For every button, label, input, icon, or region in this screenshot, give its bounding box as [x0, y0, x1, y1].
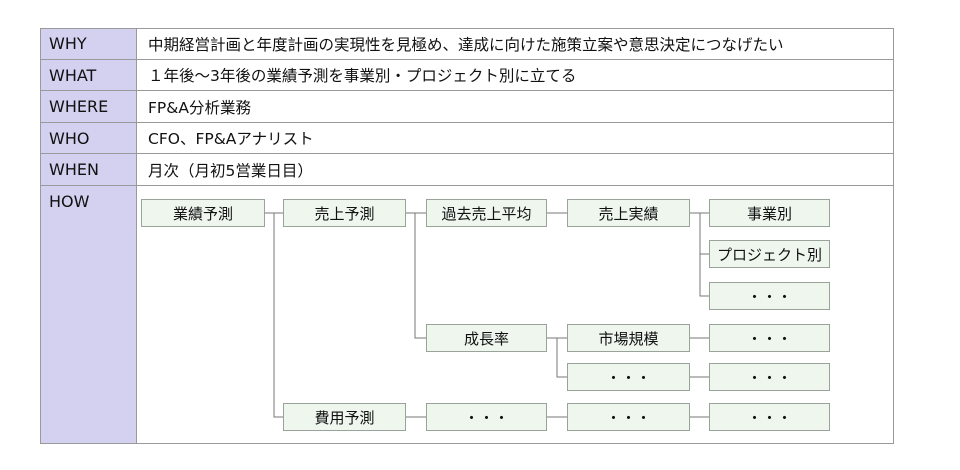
node-growth-rate: 成長率 [426, 324, 547, 352]
node-by-project: プロジェクト別 [709, 240, 830, 268]
node-cost-forecast: 費用予測 [283, 403, 406, 431]
row-label-where: WHERE [40, 91, 137, 123]
row-value-why: 中期経営計画と年度計画の実現性を見極め、達成に向けた施策立案や意思決定につなげた… [137, 28, 894, 60]
node-ellipsis: ・・・ [709, 363, 830, 391]
connector-root-cost [265, 212, 283, 418]
node-ellipsis: ・・・ [709, 403, 830, 431]
node-by-business: 事業別 [709, 199, 830, 227]
node-ellipsis: ・・・ [567, 403, 690, 431]
connector-growth-ellipsis [547, 337, 567, 378]
row-label-who: WHO [40, 123, 137, 154]
row-value-who: CFO、FP&Aアナリスト [137, 123, 894, 154]
row-label-why: WHY [40, 28, 137, 60]
row-value-where: FP&A分析業務 [137, 91, 894, 123]
row-label-when: WHEN [40, 154, 137, 186]
row-label-what: WHAT [40, 60, 137, 91]
node-ellipsis: ・・・ [567, 363, 690, 391]
node-ellipsis: ・・・ [709, 282, 830, 310]
node-past-sales-avg: 過去売上平均 [426, 199, 547, 227]
node-sales-actual: 売上実績 [567, 199, 690, 227]
node-ellipsis: ・・・ [426, 403, 547, 431]
row-value-when: 月次（月初5営業日目） [137, 154, 894, 186]
node-root: 業績予測 [141, 199, 265, 227]
row-label-how: HOW [40, 186, 137, 444]
row-value-what: １年後～3年後の業績予測を事業別・プロジェクト別に立てる [137, 60, 894, 91]
node-sales-forecast: 売上予測 [283, 199, 406, 227]
node-market-size: 市場規模 [567, 324, 690, 352]
connector-sales-growth [406, 212, 426, 339]
node-ellipsis: ・・・ [709, 324, 830, 352]
